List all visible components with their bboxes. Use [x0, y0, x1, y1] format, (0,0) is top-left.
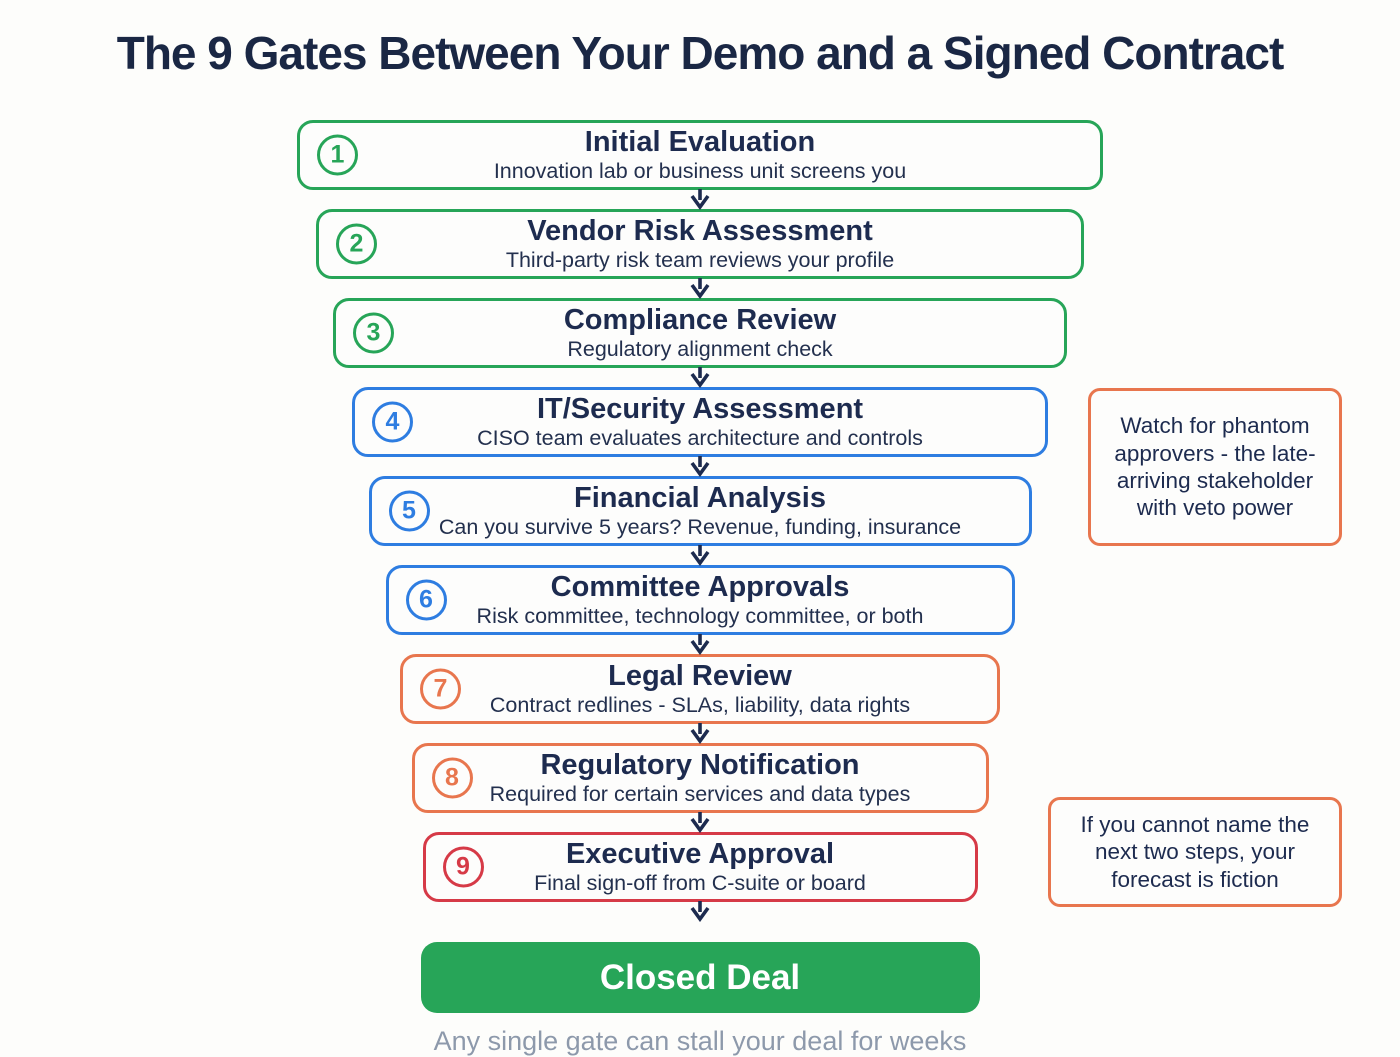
- gate-regulatory-notification: 8 Regulatory Notification Required for c…: [411, 743, 989, 813]
- gate-compliance-review: 3 Compliance Review Regulatory alignment…: [333, 298, 1067, 368]
- gate-subtitle: CISO team evaluates architecture and con…: [477, 425, 923, 450]
- gate-title: Initial Evaluation: [584, 125, 816, 158]
- gate-number-badge: 1: [317, 134, 358, 176]
- footer-note: Any single gate can stall your deal for …: [433, 1026, 967, 1056]
- down-arrow-icon: [688, 634, 712, 655]
- gate-subtitle: Can you survive 5 years? Revenue, fundin…: [438, 514, 962, 539]
- down-arrow-icon: [688, 278, 712, 299]
- gate-title: Regulatory Notification: [540, 748, 860, 781]
- gate-subtitle: Final sign-off from C-suite or board: [534, 870, 866, 895]
- gate-financial-analysis: 5 Financial Analysis Can you survive 5 y…: [368, 476, 1032, 546]
- gate-title: Executive Approval: [565, 837, 835, 870]
- closed-deal-label: Closed Deal: [599, 957, 801, 997]
- gate-subtitle: Contract redlines - SLAs, liability, dat…: [489, 692, 911, 717]
- gate-title: Financial Analysis: [574, 481, 826, 514]
- down-arrow-icon: [688, 189, 712, 210]
- gate-number-badge: 3: [353, 312, 394, 354]
- down-arrow-icon: [688, 723, 712, 744]
- gates-flowchart: 1 Initial Evaluation Innovation lab or b…: [0, 120, 1400, 1057]
- gate-subtitle: Innovation lab or business unit screens …: [493, 158, 907, 183]
- down-arrow-icon: [688, 901, 712, 922]
- callout-forecast-fiction: If you cannot name the next two steps, y…: [1048, 797, 1342, 907]
- gate-executive-approval: 9 Executive Approval Final sign-off from…: [422, 832, 978, 902]
- gate-number-badge: 4: [372, 401, 413, 443]
- gate-subtitle: Third-party risk team reviews your profi…: [505, 247, 895, 272]
- gate-title: IT/Security Assessment: [536, 392, 864, 425]
- gate-vendor-risk-assessment: 2 Vendor Risk Assessment Third-party ris…: [316, 209, 1084, 279]
- callout-text: Watch for phantom approvers - the late-a…: [1114, 413, 1316, 521]
- gate-title: Compliance Review: [563, 303, 837, 336]
- gate-it-security-assessment: 4 IT/Security Assessment CISO team evalu…: [352, 387, 1048, 457]
- down-arrow-icon: [688, 812, 712, 833]
- gate-number-badge: 5: [388, 490, 430, 532]
- page-title: The 9 Gates Between Your Demo and a Sign…: [116, 27, 1285, 79]
- gate-subtitle: Risk committee, technology committee, or…: [476, 603, 924, 628]
- gate-title: Committee Approvals: [550, 570, 850, 603]
- callout-text: If you cannot name the next two steps, y…: [1080, 811, 1310, 892]
- gate-initial-evaluation: 1 Initial Evaluation Innovation lab or b…: [297, 120, 1103, 190]
- gate-number-badge: 7: [420, 668, 461, 710]
- gate-title: Vendor Risk Assessment: [527, 214, 873, 247]
- callout-phantom-approvers: Watch for phantom approvers - the late-a…: [1088, 388, 1342, 546]
- gate-subtitle: Required for certain services and data t…: [489, 781, 911, 806]
- gate-number-badge: 2: [336, 223, 377, 265]
- gate-subtitle: Regulatory alignment check: [567, 336, 833, 361]
- gate-number-badge: 9: [442, 846, 484, 888]
- closed-deal-box: Closed Deal: [420, 942, 980, 1013]
- down-arrow-icon: [688, 456, 712, 477]
- gate-number-badge: 8: [431, 757, 473, 799]
- gate-title: Legal Review: [608, 659, 792, 692]
- down-arrow-icon: [688, 545, 712, 566]
- gate-number-badge: 6: [405, 579, 447, 621]
- down-arrow-icon: [688, 367, 712, 388]
- gate-committee-approvals: 6 Committee Approvals Risk committee, te…: [385, 565, 1015, 635]
- gate-legal-review: 7 Legal Review Contract redlines - SLAs,…: [400, 654, 1000, 724]
